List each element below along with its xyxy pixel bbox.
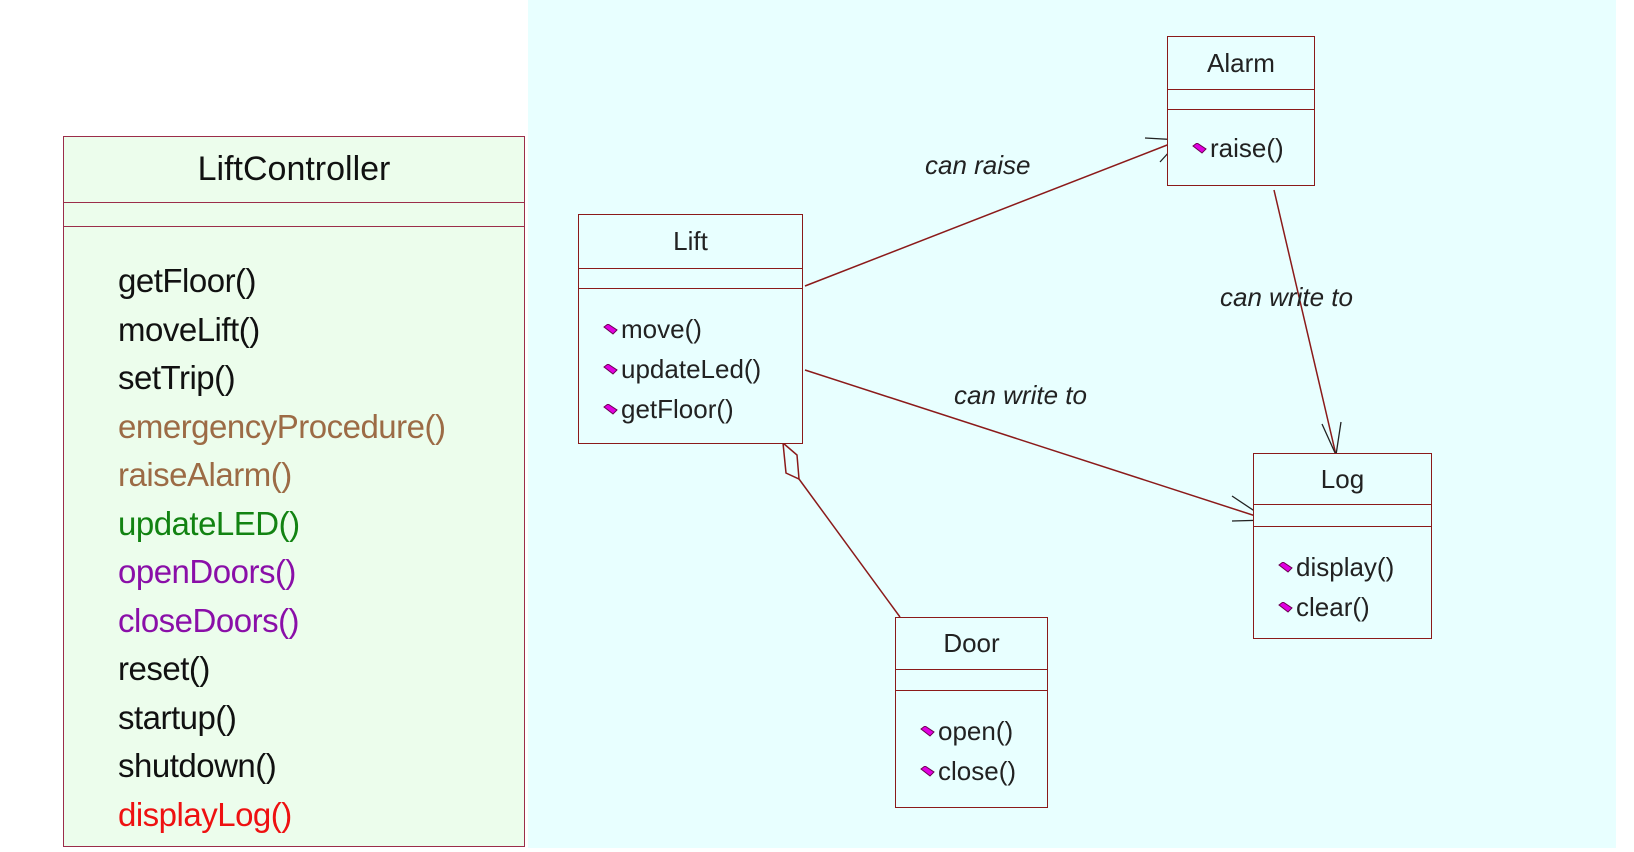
operations-compartment: display() clear()	[1254, 527, 1431, 627]
operations-compartment: raise()	[1168, 110, 1314, 168]
operation[interactable]: closeDoors()	[118, 601, 300, 639]
public-operation-icon	[603, 323, 618, 335]
attributes-compartment	[1168, 90, 1314, 110]
operation[interactable]: move()	[603, 309, 802, 349]
association-label: can raise	[925, 150, 1031, 180]
public-operation-icon	[603, 403, 618, 415]
operation[interactable]: emergencyProcedure()	[118, 407, 446, 445]
public-operation-icon	[1192, 142, 1207, 154]
class-name: Alarm	[1168, 37, 1314, 90]
class-log[interactable]: Log display() clear()	[1253, 453, 1432, 639]
class-name: LiftController	[64, 137, 524, 203]
class-lift[interactable]: Lift move() updateLed() getFloor()	[578, 214, 803, 444]
operations-compartment: open() close()	[896, 691, 1047, 791]
operation[interactable]: shutdown()	[118, 747, 277, 785]
operation[interactable]: clear()	[1278, 587, 1431, 627]
public-operation-icon	[920, 765, 935, 777]
operation[interactable]: raise()	[1192, 128, 1314, 168]
class-name: Log	[1254, 454, 1431, 505]
attributes-compartment	[579, 269, 802, 289]
operation[interactable]: open()	[920, 711, 1047, 751]
operation[interactable]: updateLED()	[118, 504, 300, 542]
operation[interactable]: close()	[920, 751, 1047, 791]
operation[interactable]: reset()	[118, 650, 210, 688]
class-door[interactable]: Door open() close()	[895, 617, 1048, 808]
public-operation-icon	[1278, 601, 1293, 613]
attributes-compartment	[896, 670, 1047, 691]
public-operation-icon	[1278, 561, 1293, 573]
public-operation-icon	[920, 725, 935, 737]
operation[interactable]: setTrip()	[118, 359, 236, 397]
operation[interactable]: startup()	[118, 698, 237, 736]
operation[interactable]: display()	[1278, 547, 1431, 587]
operation[interactable]: raiseAlarm()	[118, 456, 292, 494]
association-label: can write to	[954, 380, 1087, 410]
attributes-compartment	[1254, 505, 1431, 527]
operation[interactable]: openDoors()	[118, 553, 296, 591]
operation[interactable]: getFloor()	[118, 262, 257, 300]
operations-compartment: move() updateLed() getFloor()	[579, 289, 802, 429]
class-alarm[interactable]: Alarm raise()	[1167, 36, 1315, 186]
operation[interactable]: getFloor()	[603, 389, 802, 429]
operations-compartment: getFloor() moveLift() setTrip() emergenc…	[64, 227, 524, 839]
public-operation-icon	[603, 363, 618, 375]
association-label: can write to	[1220, 282, 1353, 312]
operation[interactable]: updateLed()	[603, 349, 802, 389]
class-name: Lift	[579, 215, 802, 269]
class-liftcontroller[interactable]: LiftController getFloor() moveLift() set…	[63, 136, 525, 847]
class-name: Door	[896, 618, 1047, 670]
operation[interactable]: displayLog()	[118, 795, 292, 833]
attributes-compartment	[64, 203, 524, 227]
operation[interactable]: moveLift()	[118, 310, 260, 348]
